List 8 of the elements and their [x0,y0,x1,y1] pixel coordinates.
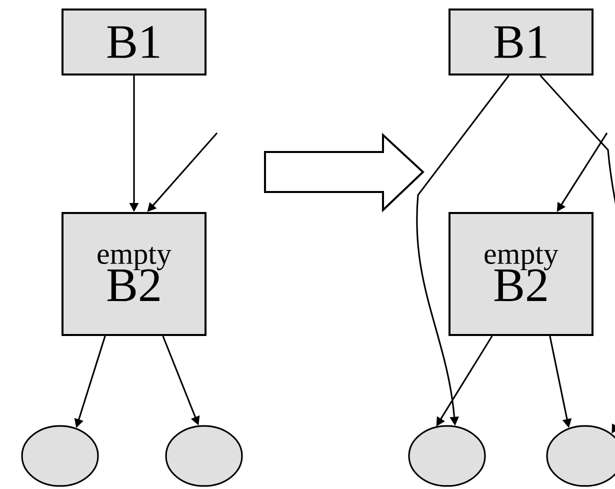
circle-node [408,425,486,487]
circle-node [21,425,99,487]
circle-node [165,425,243,487]
process-box: empty B2 [62,212,206,336]
process-box: empty B2 [448,212,594,336]
process-box: B1 [448,8,594,76]
process-box: B1 [62,8,206,76]
circle-node [546,425,615,487]
